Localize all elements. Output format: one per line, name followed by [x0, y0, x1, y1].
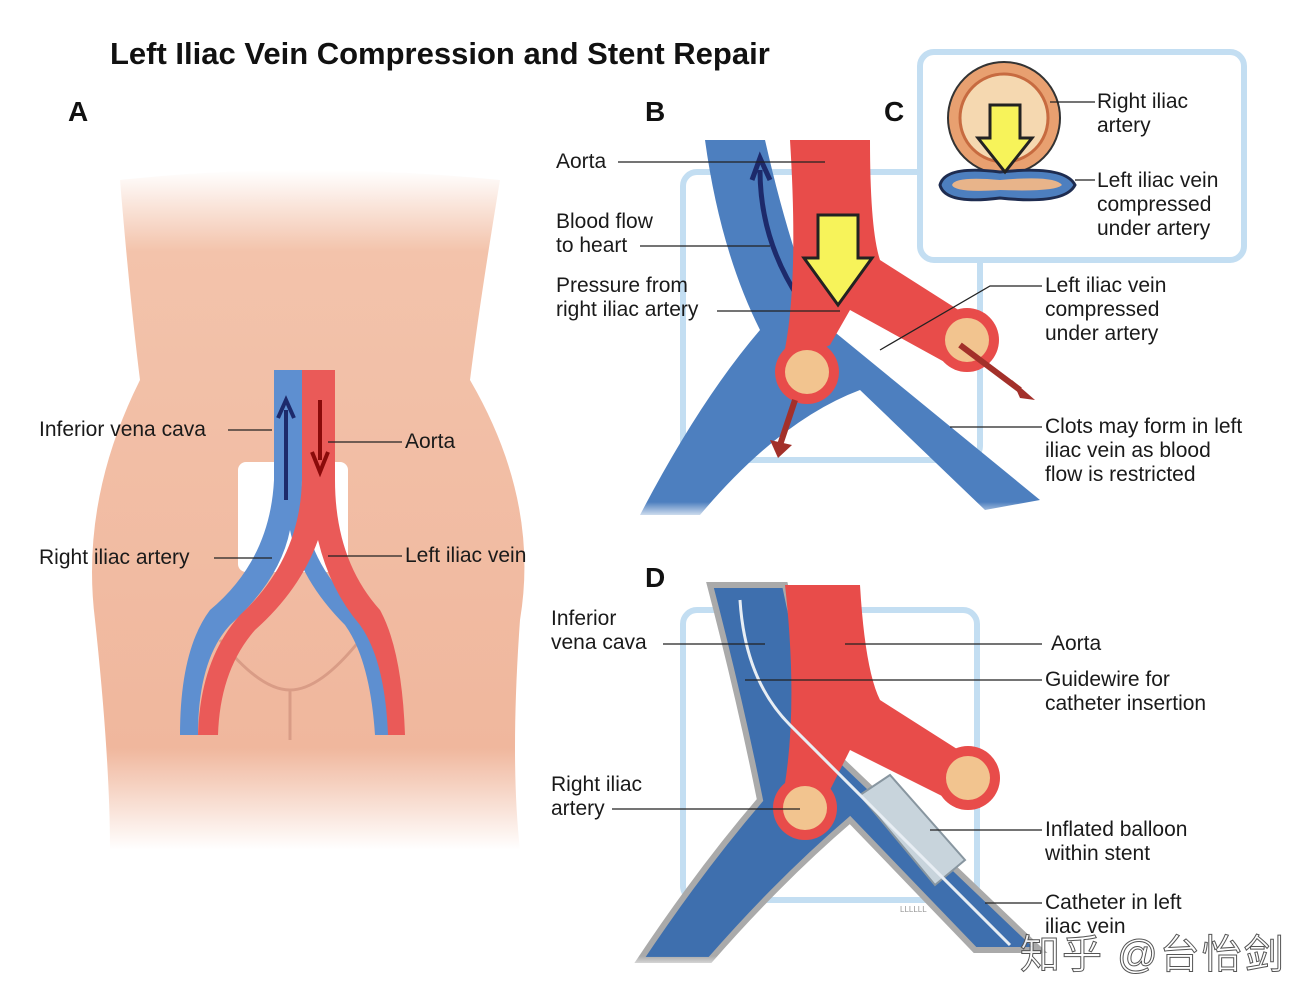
line: under artery: [1097, 217, 1211, 240]
leader-lines: [214, 101, 1095, 904]
line: vena cava: [551, 631, 647, 654]
fade-d: [630, 900, 1050, 970]
artery-a: [198, 370, 405, 735]
compression-arrow: [974, 103, 1036, 175]
blood-flow-arrow-b: [749, 151, 803, 302]
panel-label-d: D: [645, 562, 666, 593]
left-artery-lumen-b: [945, 318, 989, 362]
panel-label-a: A: [68, 96, 89, 127]
artery-d: [780, 585, 990, 810]
vein-b: [640, 140, 1040, 515]
line: Blood flow: [556, 210, 653, 233]
right-artery-lumen-d: [783, 786, 827, 830]
line: Left iliac vein: [1045, 274, 1167, 297]
left-artery-lumen-d: [946, 756, 990, 800]
watermark: 知乎 @台怡剑: [1020, 933, 1286, 978]
line: Pressure from: [556, 274, 688, 297]
label-right-iliac-artery-a: Right iliac artery: [39, 546, 190, 569]
line: iliac vein as blood: [1045, 439, 1211, 462]
artery-flow-arrow-a: [310, 400, 330, 478]
line: iliac vein: [1045, 915, 1126, 938]
line: Left iliac vein: [1097, 169, 1219, 192]
line: flow is restricted: [1045, 463, 1196, 486]
line: Catheter in left: [1045, 891, 1182, 914]
line: Right iliac: [1097, 90, 1189, 113]
artery-b: [780, 140, 990, 370]
panel-label-c: C: [884, 96, 905, 127]
line: Inflated balloon: [1045, 818, 1188, 841]
clot-arrow-left: [958, 342, 1022, 393]
label-left-iliac-vein-a: Left iliac vein: [405, 544, 527, 567]
line: Right iliac: [551, 773, 643, 796]
line: within stent: [1045, 842, 1151, 865]
pelvis-contour: [218, 639, 362, 740]
label-aorta-a: Aorta: [405, 430, 456, 453]
line: Inferior: [551, 607, 617, 630]
line: Clots may form in left: [1045, 415, 1243, 438]
label-aorta-b: Aorta: [556, 150, 607, 173]
pressure-arrow: [801, 213, 875, 308]
guidewire: [738, 599, 1012, 947]
stent-balloon: [858, 773, 967, 887]
vein-lumen: [952, 178, 1062, 191]
line: artery: [1097, 114, 1151, 137]
fade-b: [630, 430, 1050, 520]
line: compressed: [1097, 193, 1212, 216]
line: compressed: [1045, 298, 1160, 321]
right-artery-lumen-b: [785, 350, 829, 394]
label-inferior-vena-cava: Inferior vena cava: [39, 418, 206, 441]
blood-flow-arrow-a: [276, 395, 296, 500]
panel-label-b: B: [645, 96, 666, 127]
small-mark: LLLLLL: [900, 905, 927, 914]
label-aorta-d: Aorta: [1051, 632, 1102, 655]
page-title: Left Iliac Vein Compression and Stent Re…: [110, 36, 770, 71]
line: catheter insertion: [1045, 692, 1207, 715]
line: Guidewire for: [1045, 668, 1170, 691]
line: under artery: [1045, 322, 1159, 345]
line: artery: [551, 797, 605, 820]
clot-arrow-left-head: [1012, 380, 1035, 400]
line: right iliac artery: [556, 298, 699, 321]
line: to heart: [556, 234, 628, 257]
